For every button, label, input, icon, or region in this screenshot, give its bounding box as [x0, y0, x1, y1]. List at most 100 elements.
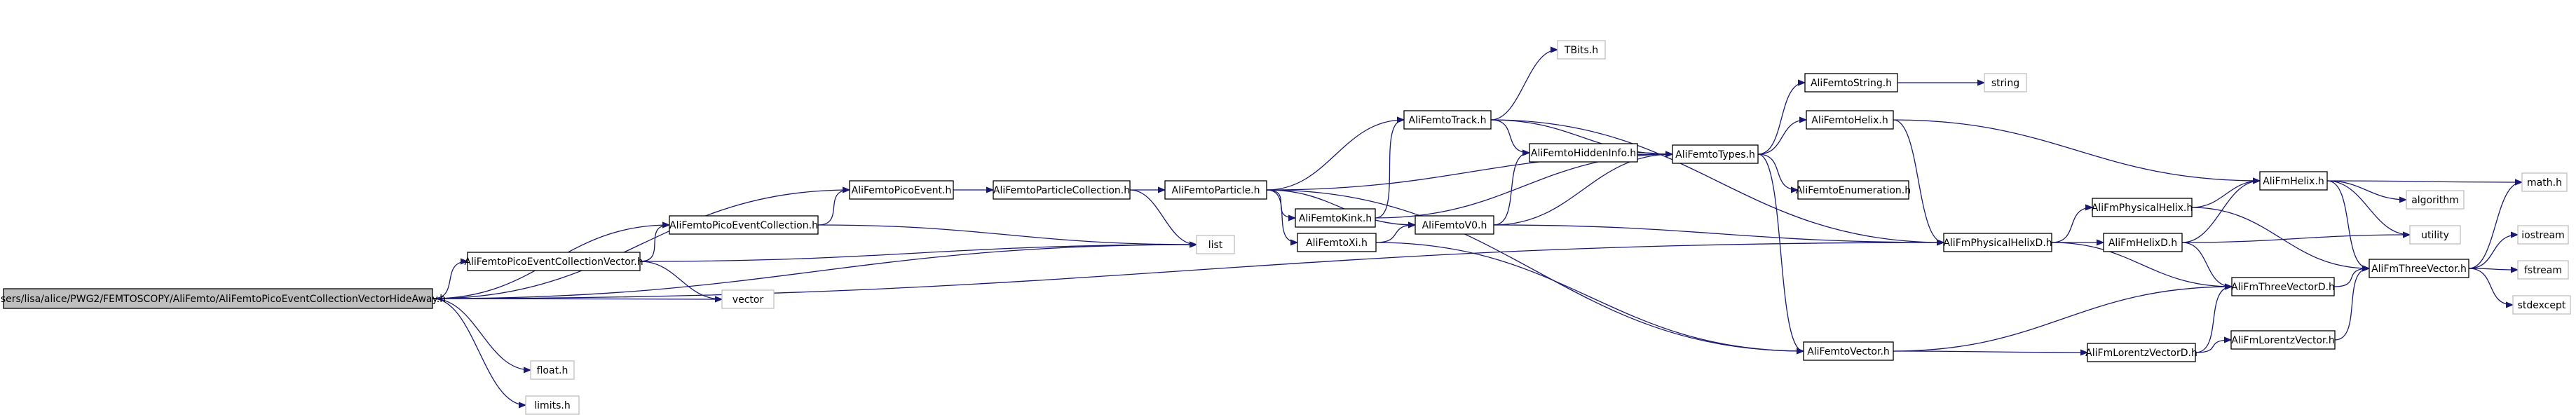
node-box-fmhelix — [2259, 171, 2328, 191]
node-box-physhelix — [2092, 198, 2193, 217]
edge-picoeventcoll-to-picoevent — [817, 190, 850, 226]
node-label-picoeventcollvec: AliFemtoPicoEventCollectionVector.h — [464, 257, 643, 268]
node-box-vector — [721, 289, 775, 309]
edge-root-to-list — [432, 245, 1197, 299]
node-label-track: AliFemtoTrack.h — [1409, 115, 1487, 126]
node-label-fmhelix: AliFmHelix.h — [2263, 176, 2324, 187]
edge-root-to-limits — [432, 298, 526, 405]
node-track[interactable]: AliFemtoTrack.h — [1403, 110, 1492, 130]
node-box-list — [1196, 235, 1235, 254]
node-label-vector: vector — [732, 294, 764, 306]
node-lorentz[interactable]: AliFmLorentzVector.h — [2230, 330, 2336, 350]
node-utility[interactable]: utility — [2409, 225, 2461, 245]
node-v0[interactable]: AliFemtoV0.h — [1415, 215, 1494, 235]
node-picoeventcoll[interactable]: AliFemtoPicoEventCollection.h — [669, 215, 819, 235]
node-label-particlecoll: AliFemtoParticleCollection.h — [993, 185, 1130, 196]
node-helixd[interactable]: AliFmHelixD.h — [2103, 233, 2183, 252]
edge-root-to-picoeventcollvec — [432, 261, 468, 299]
node-stdexcept[interactable]: stdexcept — [2512, 295, 2571, 315]
edge-fmhelix-to-utility — [2326, 180, 2410, 235]
node-kink[interactable]: AliFemtoKink.h — [1295, 208, 1376, 228]
node-fmhelix[interactable]: AliFmHelix.h — [2259, 171, 2328, 191]
edge-types-to-helix — [1757, 120, 1806, 155]
node-box-algorithm — [2406, 190, 2465, 210]
edge-v0-to-physhelixd — [1493, 224, 1944, 242]
node-string_h[interactable]: AliFemtoString.h — [1804, 73, 1898, 93]
node-box-enumeration — [1797, 180, 1909, 200]
node-box-vector_h — [1803, 341, 1894, 361]
node-algorithm[interactable]: algorithm — [2406, 190, 2465, 210]
node-box-math — [2521, 172, 2568, 192]
node-label-lorentzd: AliFmLorentzVectorD.h — [2085, 348, 2197, 359]
node-label-enumeration: AliFemtoEnumeration.h — [1796, 185, 1911, 196]
node-picoeventcollvec[interactable]: AliFemtoPicoEventCollectionVector.h — [464, 252, 643, 271]
node-box-picoevent — [849, 180, 954, 200]
node-label-helixd: AliFmHelixD.h — [2108, 238, 2177, 249]
node-fstream[interactable]: fstream — [2517, 260, 2569, 280]
edge-picoeventcollvec-to-vector — [639, 261, 722, 299]
node-box-types — [1672, 144, 1759, 164]
node-limits[interactable]: limits.h — [525, 395, 580, 415]
node-xi[interactable]: AliFemtoXi.h — [1297, 233, 1377, 252]
node-list[interactable]: list — [1196, 235, 1235, 254]
node-box-limits — [525, 395, 580, 415]
node-tbits[interactable]: TBits.h — [1557, 40, 1606, 60]
node-label-picoeventcoll: AliFemtoPicoEventCollection.h — [669, 220, 818, 231]
node-box-string_h — [1804, 73, 1898, 93]
edge-lorentzd-to-lorentz — [2195, 340, 2231, 353]
node-box-hiddeninfo — [1529, 143, 1638, 163]
node-physhelix[interactable]: AliFmPhysicalHelix.h — [2092, 198, 2193, 217]
edge-picoeventcollvec-to-picoeventcoll — [639, 225, 669, 262]
edge-physhelix-to-fmhelix — [2191, 181, 2260, 208]
node-helix[interactable]: AliFemtoHelix.h — [1806, 110, 1894, 130]
node-particle[interactable]: AliFemtoParticle.h — [1164, 180, 1267, 200]
node-particlecoll[interactable]: AliFemtoParticleCollection.h — [993, 180, 1131, 200]
node-box-v0 — [1415, 215, 1494, 235]
node-label-math: math.h — [2527, 177, 2562, 189]
node-label-threevector: AliFmThreeVector.h — [2371, 264, 2467, 275]
node-label-utility: utility — [2421, 230, 2449, 241]
edge-particle-to-vector_h — [1266, 189, 1804, 351]
node-box-utility — [2409, 225, 2461, 245]
node-math[interactable]: math.h — [2521, 172, 2568, 192]
edge-particle-to-v0 — [1266, 189, 1415, 225]
edge-helixd-to-utility — [2181, 235, 2410, 243]
node-iostream[interactable]: iostream — [2517, 225, 2569, 245]
node-string[interactable]: string — [1984, 73, 2027, 93]
edge-threevector-to-stdexcept — [2468, 268, 2513, 305]
node-root[interactable]: /Users/lisa/alice/PWG2/FEMTOSCOPY/AliFem… — [0, 288, 446, 309]
node-float[interactable]: float.h — [530, 360, 575, 380]
node-physhelixd[interactable]: AliFmPhysicalHelixD.h — [1943, 233, 2052, 252]
node-label-fstream: fstream — [2524, 265, 2562, 276]
node-lorentzd[interactable]: AliFmLorentzVectorD.h — [2085, 343, 2197, 362]
node-label-iostream: iostream — [2521, 230, 2565, 241]
node-picoevent[interactable]: AliFemtoPicoEvent.h — [849, 180, 954, 200]
edge-v0-to-hiddeninfo — [1493, 153, 1529, 226]
node-box-float — [530, 360, 575, 380]
node-box-lorentzd — [2087, 343, 2196, 362]
node-vector[interactable]: vector — [721, 289, 775, 309]
node-label-helix: AliFemtoHelix.h — [1811, 115, 1888, 126]
edge-helixd-to-threevectord — [2181, 242, 2232, 287]
node-label-particle: AliFemtoParticle.h — [1172, 185, 1260, 196]
edge-track-to-tbits — [1490, 50, 1558, 121]
node-label-xi: AliFemtoXi.h — [1306, 238, 1368, 249]
edge-physhelixd-to-physhelix — [2051, 207, 2092, 243]
node-types[interactable]: AliFemtoTypes.h — [1672, 144, 1759, 164]
node-box-helixd — [2103, 233, 2183, 252]
edge-threevector-to-fstream — [2468, 268, 2518, 270]
node-box-picoeventcollvec — [467, 252, 641, 271]
node-label-threevectord: AliFmThreeVectorD.h — [2231, 282, 2335, 293]
edge-threevectord-to-threevector — [2333, 268, 2369, 287]
node-threevector[interactable]: AliFmThreeVector.h — [2369, 259, 2469, 278]
node-vector_h[interactable]: AliFemtoVector.h — [1803, 341, 1894, 361]
edges-layer — [432, 50, 2523, 405]
node-threevectord[interactable]: AliFmThreeVectorD.h — [2231, 277, 2335, 296]
node-enumeration[interactable]: AliFemtoEnumeration.h — [1796, 180, 1911, 200]
node-hiddeninfo[interactable]: AliFemtoHiddenInfo.h — [1529, 143, 1638, 163]
node-label-algorithm: algorithm — [2411, 195, 2459, 206]
node-box-stdexcept — [2512, 295, 2571, 315]
edge-track-to-physhelixd — [1490, 119, 1944, 242]
edge-physhelix-to-threevector — [2191, 207, 2369, 268]
node-label-picoevent: AliFemtoPicoEvent.h — [852, 185, 952, 196]
